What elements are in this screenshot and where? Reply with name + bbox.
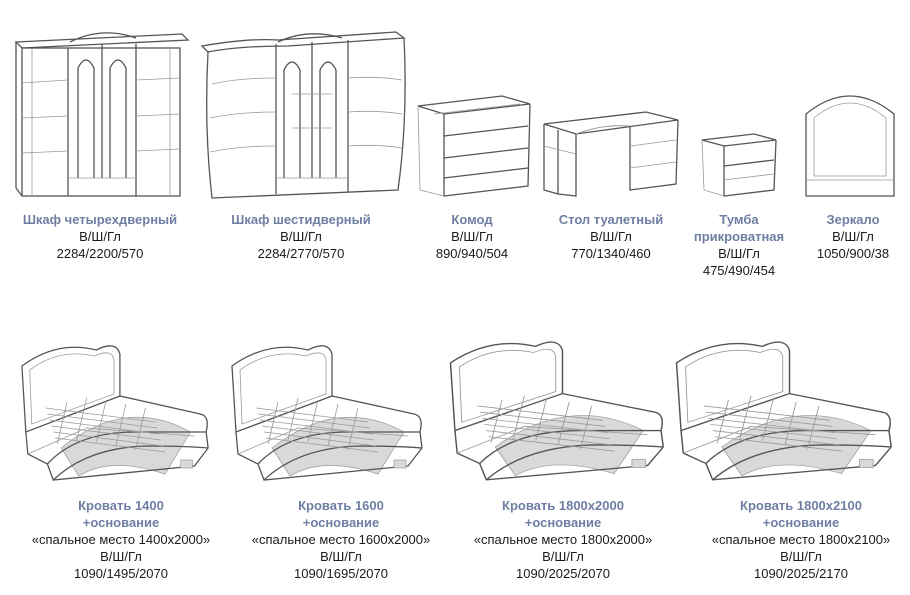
dims-label: В/Ш/Гл [718, 246, 760, 261]
bed-name-line1: Кровать 1800х2100 [740, 498, 862, 513]
bed-leg [631, 458, 646, 468]
bed-line [478, 446, 664, 481]
dims-value: 1050/900/38 [816, 246, 890, 261]
dressing-table-caption: Стол туалетный В/Ш/Гл 770/1340/460 [546, 211, 676, 262]
bed-line [21, 345, 121, 433]
dims-value: 890/940/504 [435, 246, 509, 261]
bed-name-line2: +основание [82, 515, 160, 530]
bed-line [477, 405, 615, 452]
dims-label: В/Ш/Гл [780, 549, 822, 564]
bed-line [458, 348, 557, 423]
bed-name-line2: +основание [762, 515, 840, 530]
bed-line [490, 395, 593, 450]
bed-line [449, 341, 564, 432]
bed-line [239, 352, 327, 425]
bed-line [255, 407, 379, 453]
dims-value: 1090/1695/2070 [294, 566, 388, 581]
wardrobe-4-door-caption: Шкаф четырехдверный В/Ш/Гл 2284/2200/570 [8, 211, 192, 262]
dims-value: 770/1340/460 [571, 246, 651, 261]
bed-leg [180, 459, 193, 469]
bed-1800x2000-caption: Кровать 1800х2000 +основание «спальное м… [458, 497, 668, 582]
bed-line [52, 445, 209, 481]
sleeping-place: «спальное место 1400х2000» [31, 532, 211, 547]
bedside-table-caption: Тумба прикроватная В/Ш/Гл 475/490/454 [684, 211, 794, 279]
chest-of-drawers-caption: Комод В/Ш/Гл 890/940/504 [410, 211, 534, 262]
wardrobe-4-door-image [12, 28, 192, 206]
dims-value: 1090/2025/2170 [754, 566, 848, 581]
bed-1800x2100-image [672, 332, 898, 486]
bed-line [267, 397, 359, 451]
bed-line [45, 407, 166, 453]
bed-line [235, 431, 259, 465]
bed-line [712, 444, 892, 481]
bed-name-line2: +основание [302, 515, 380, 530]
mirror-caption: Зеркало В/Ш/Гл 1050/900/38 [796, 211, 910, 262]
dims-label: В/Ш/Гл [451, 229, 493, 244]
bed-line [27, 427, 195, 455]
bed-line [454, 430, 480, 465]
dims-label: В/Ш/Гл [832, 229, 874, 244]
bed-line [685, 348, 784, 423]
bed-1600-image [228, 336, 428, 486]
product-name: Стол туалетный [558, 212, 664, 227]
product-name-line1: Тумба [719, 212, 759, 227]
bed-line [263, 445, 423, 481]
dims-label: В/Ш/Гл [320, 549, 362, 564]
bed-line [562, 392, 665, 448]
bed-name-line2: +основание [524, 515, 602, 530]
bed-line [257, 447, 423, 481]
bed-line [457, 426, 648, 454]
bed-1600-caption: Кровать 1600 +основание «спальное место … [236, 497, 446, 582]
bed-line [683, 426, 876, 454]
bed-line [705, 446, 892, 481]
dims-value: 475/490/454 [702, 263, 776, 278]
product-name: Комод [451, 212, 493, 227]
bed-line [56, 397, 146, 451]
bed-name-line1: Кровать 1600 [298, 498, 384, 513]
bed-1400-caption: Кровать 1400 +основание «спальное место … [16, 497, 226, 582]
product-name: Шкаф четырехдверный [22, 212, 178, 227]
bed-line [231, 345, 333, 433]
bed-leg [393, 459, 407, 469]
bed-line [237, 427, 409, 455]
dims-value: 1090/1495/2070 [74, 566, 168, 581]
bed-line [25, 431, 48, 465]
bed-line [675, 341, 791, 432]
bed-line [46, 447, 209, 481]
dims-label: В/Ш/Гл [542, 549, 584, 564]
product-name-line2: прикроватная [693, 229, 785, 244]
product-name: Шкаф шестидверный [231, 212, 371, 227]
bed-1800x2000-image [446, 332, 670, 486]
dressing-table-image [542, 110, 682, 202]
bed-1400-image [18, 336, 214, 486]
bed-leg [859, 458, 874, 468]
bed-line [789, 392, 892, 448]
sleeping-place: «спальное место 1600х2000» [251, 532, 431, 547]
bedside-table-image [700, 132, 780, 202]
wardrobe-6-door-caption: Шкаф шестидверный В/Ш/Гл 2284/2770/570 [206, 211, 396, 262]
product-name: Зеркало [826, 212, 880, 227]
dims-label: В/Ш/Гл [79, 229, 121, 244]
sleeping-place: «спальное место 1800х2100» [711, 532, 891, 547]
bed-name-line1: Кровать 1800х2000 [502, 498, 624, 513]
bed-line [119, 395, 209, 449]
dims-label: В/Ш/Гл [590, 229, 632, 244]
bed-1800x2100-caption: Кровать 1800х2100 +основание «спальное м… [696, 497, 906, 582]
dims-label: В/Ш/Гл [280, 229, 322, 244]
dims-label: В/Ш/Гл [100, 549, 142, 564]
sleeping-place: «спальное место 1800х2000» [473, 532, 653, 547]
bed-name-line1: Кровать 1400 [78, 498, 164, 513]
bed-line [680, 430, 707, 465]
dims-value: 2284/2770/570 [257, 246, 345, 261]
chest-of-drawers-image [414, 92, 534, 202]
bed-line [331, 395, 423, 449]
wardrobe-6-door-image [198, 28, 410, 206]
dims-value: 2284/2200/570 [56, 246, 144, 261]
bed-line [485, 444, 664, 481]
dims-value: 1090/2025/2070 [516, 566, 610, 581]
bed-line [29, 352, 115, 425]
mirror-image [802, 84, 898, 202]
bed-line [703, 405, 842, 452]
bed-line [716, 395, 820, 450]
